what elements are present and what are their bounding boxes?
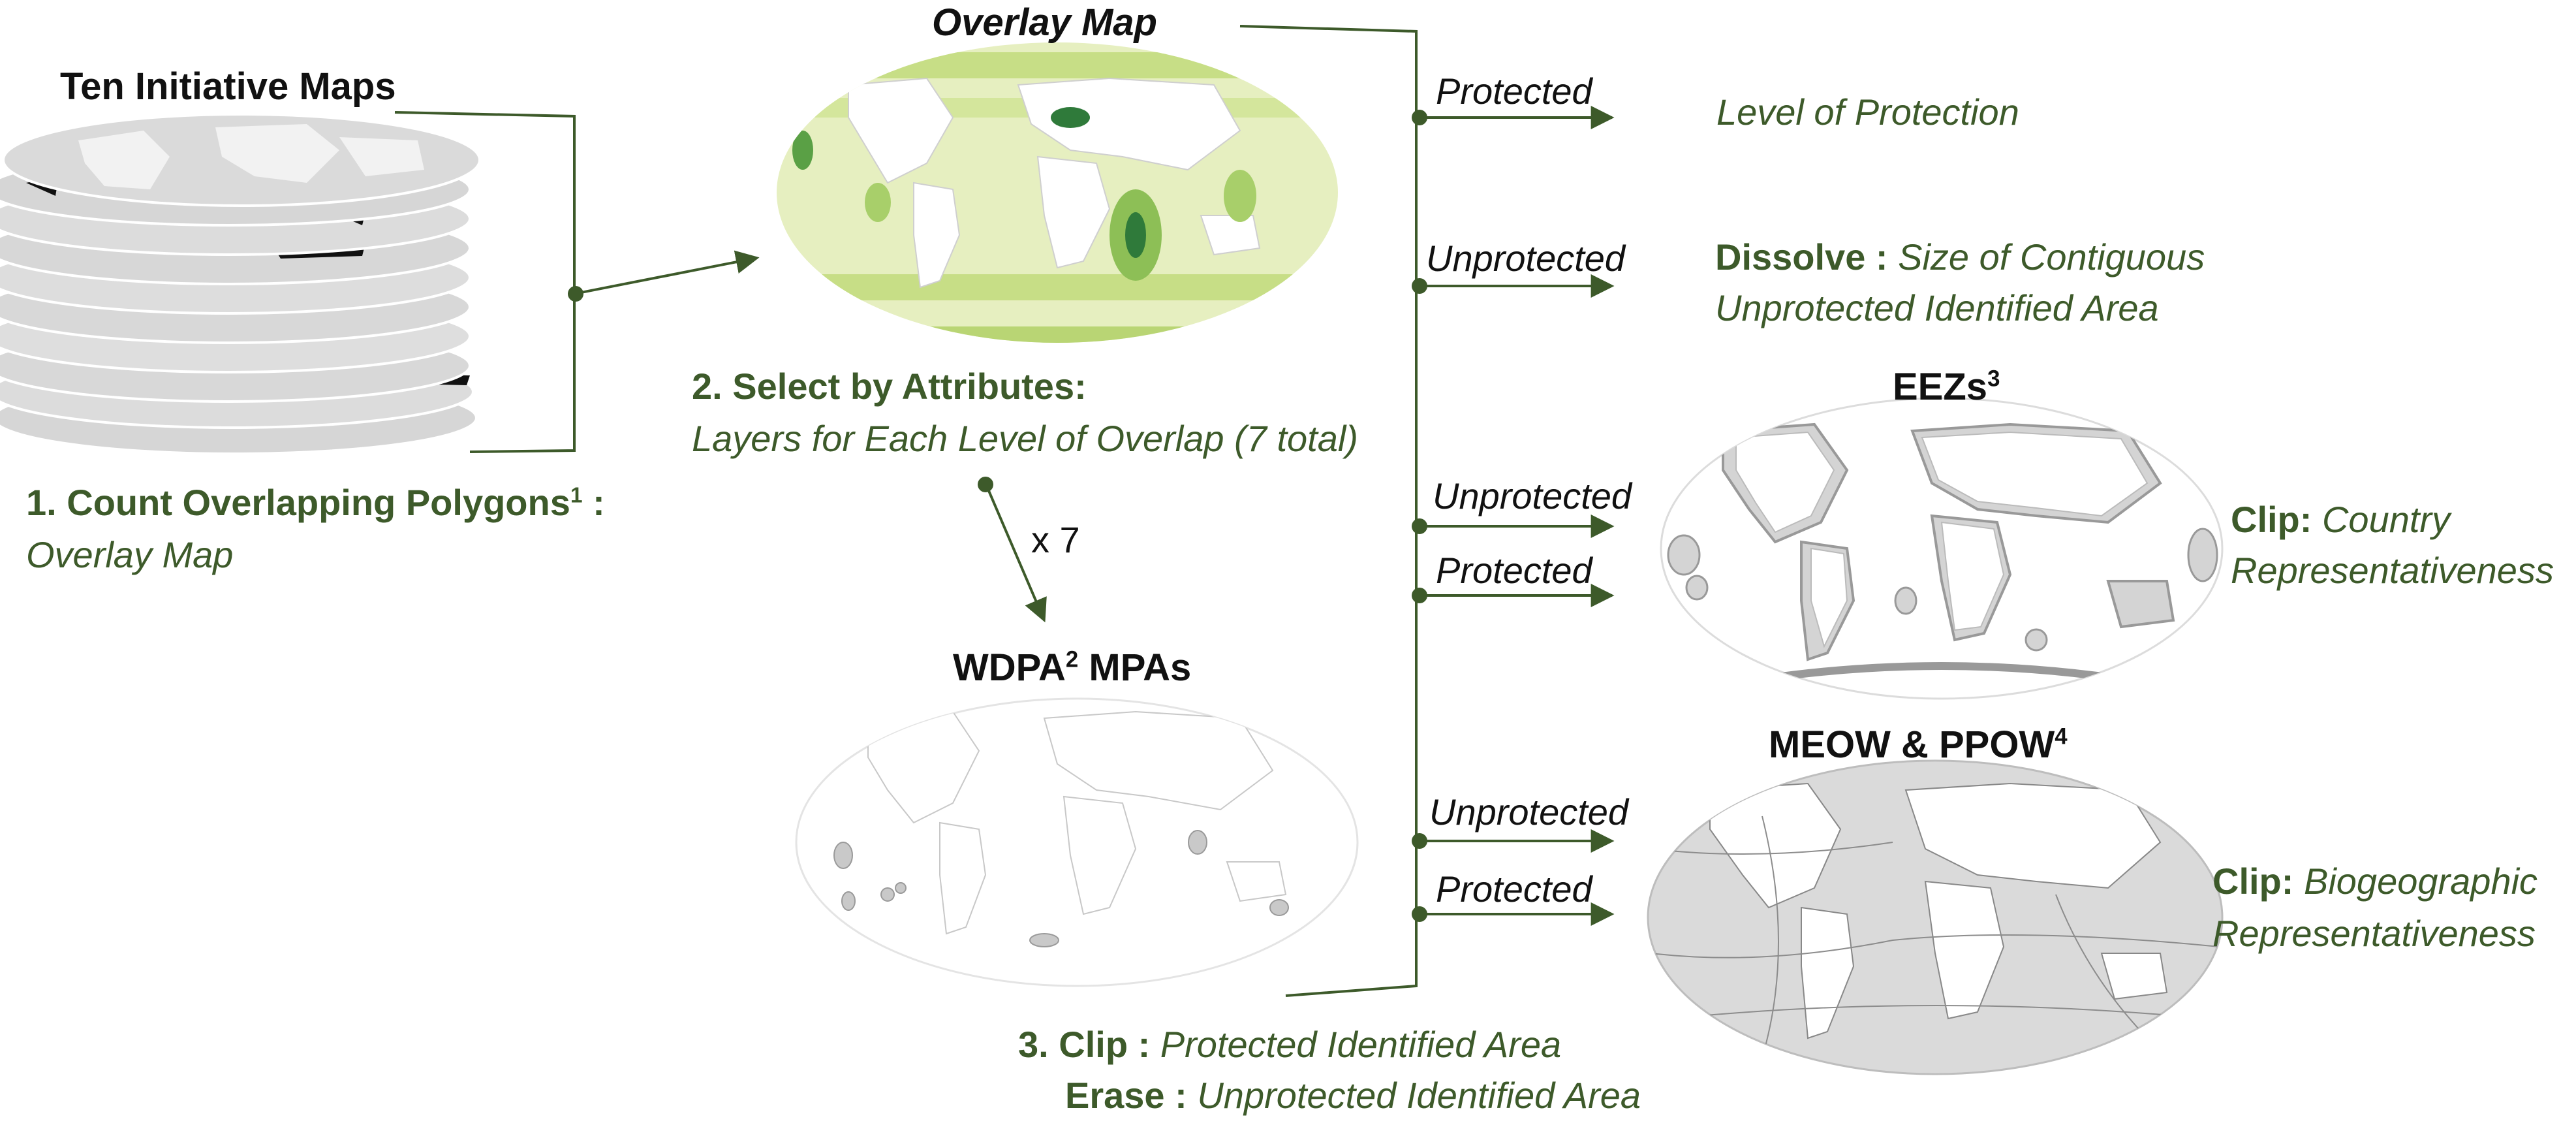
clip-country-label: Clip: Country <box>2231 499 2451 540</box>
branch-protected-eez: Protected <box>1436 550 1592 591</box>
ten-initiative-maps-title: Ten Initiative Maps <box>60 65 396 108</box>
arrow-x7 <box>984 483 1047 623</box>
clip-country-label-line2: Representativeness <box>2231 550 2554 591</box>
dissolve-label-line2: Unprotected Identified Area <box>1715 287 2159 328</box>
right-bracket <box>1239 25 1418 997</box>
ten-initiative-map-stack <box>0 113 481 455</box>
level-of-protection-label: Level of Protection <box>1716 91 2019 133</box>
eez-map <box>1660 397 2224 700</box>
branch-unprotected-top: Unprotected <box>1426 238 1626 279</box>
meow-ppow-title: MEOW & PPOW4 <box>1769 723 2068 766</box>
step2-output: Layers for Each Level of Overlap (7 tota… <box>692 418 1358 459</box>
stack-bracket <box>394 111 576 453</box>
branch-protected-top: Protected <box>1436 71 1592 112</box>
step3-clip: 3. Clip : Protected Identified Area <box>1018 1024 1562 1065</box>
wdpa-mpa-map <box>795 697 1359 987</box>
branch-unprotected-eez: Unprotected <box>1433 475 1632 516</box>
wdpa-mpas-title: WDPA2 MPAs <box>953 646 1192 689</box>
arrow-to-overlay <box>574 250 760 295</box>
eezs-title: EEZs3 <box>1893 366 2000 408</box>
stack-layer-top <box>2 113 481 207</box>
overlay-map-title: Overlay Map <box>932 1 1157 44</box>
branch-protected-meow: Protected <box>1436 868 1592 910</box>
multiplier-label: x 7 <box>1031 519 1080 560</box>
step3-erase: Erase : Unprotected Identified Area <box>1065 1075 1641 1116</box>
clip-bio-label-line2: Representativeness <box>2212 913 2536 954</box>
clip-bio-label: Clip: Biogeographic <box>2212 861 2538 902</box>
connectors <box>394 25 1615 997</box>
dissolve-label: Dissolve : Size of Contiguous <box>1715 236 2205 277</box>
meow-ppow-map <box>1647 759 2224 1075</box>
branch-unprotected-meow: Unprotected <box>1429 791 1629 832</box>
overlay-map <box>777 42 1338 343</box>
connector-dots <box>568 110 1427 922</box>
step1-output: Overlay Map <box>26 534 234 575</box>
step1-label: 1. Count Overlapping Polygons1 : <box>26 482 605 523</box>
step2-label: 2. Select by Attributes: <box>692 366 1087 407</box>
